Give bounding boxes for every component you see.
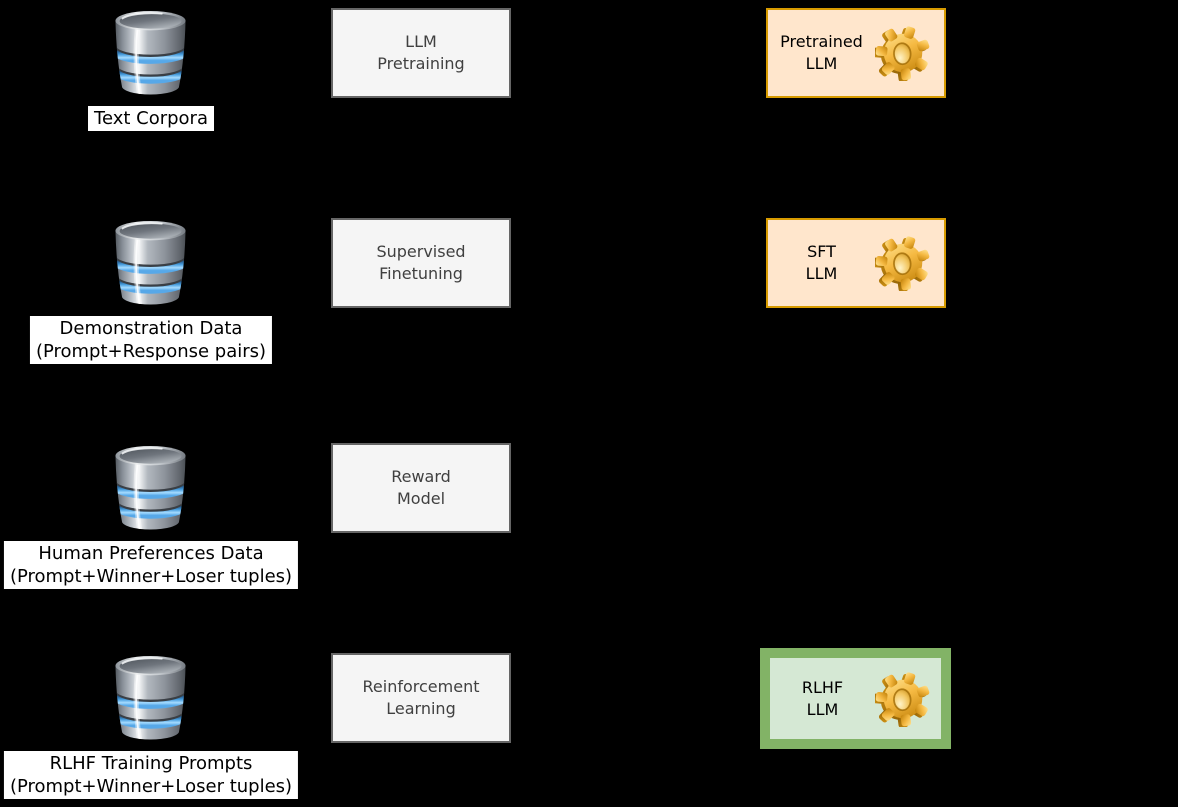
dataset-label-rlhf-training-prompts: RLHF Training Prompts (Prompt+Winner+Los…: [3, 751, 299, 799]
dataset-label-line: (Prompt+Winner+Loser tuples): [9, 776, 293, 797]
database-icon: [109, 441, 192, 535]
process-label-line: Learning: [386, 699, 456, 718]
process-box-reward-model: Reward Model: [331, 443, 511, 533]
database-icon: [109, 6, 192, 100]
gear-icon: [875, 671, 931, 727]
process-label-line: Pretraining: [377, 54, 465, 73]
model-label-line: SFT: [807, 242, 836, 261]
model-box-sft-llm: SFT LLM: [766, 218, 946, 308]
process-box-label: Supervised Finetuning: [376, 241, 465, 285]
model-label-line: LLM: [805, 54, 838, 73]
process-box-label: Reinforcement Learning: [363, 676, 480, 720]
model-label-line: LLM: [805, 264, 838, 283]
process-box-label: Reward Model: [391, 466, 451, 510]
process-box-label: LLM Pretraining: [377, 31, 464, 75]
model-label-line: RLHF: [801, 677, 844, 697]
model-box-label: SFT LLM: [768, 241, 875, 285]
process-label-line: Reward: [391, 467, 451, 486]
process-box-reinforcement-learning: Reinforcement Learning: [331, 653, 511, 743]
model-box-label: Pretrained LLM: [768, 31, 875, 75]
process-label-line: Model: [396, 489, 446, 508]
process-label-line: Reinforcement: [362, 677, 480, 696]
gear-icon: [875, 235, 931, 291]
dataset-label-line: RLHF Training Prompts: [49, 753, 253, 774]
process-label-line: LLM: [405, 32, 437, 51]
database-icon: [109, 651, 192, 745]
model-label-line: Pretrained: [780, 32, 863, 51]
model-box-rlhf-llm: RLHF LLM: [760, 648, 951, 749]
database-icon: [109, 216, 192, 310]
process-label-line: Supervised: [376, 242, 466, 261]
dataset-label-line: (Prompt+Response pairs): [35, 341, 267, 362]
model-label-line: LLM: [806, 699, 839, 719]
process-box-llm-pretraining: LLM Pretraining: [331, 8, 511, 98]
model-box-label: RLHF LLM: [770, 677, 875, 721]
gear-icon: [875, 25, 931, 81]
dataset-label-line: Human Preferences Data: [38, 543, 264, 564]
dataset-label-line: Text Corpora: [94, 108, 208, 129]
process-box-supervised-finetuning: Supervised Finetuning: [331, 218, 511, 308]
dataset-label-demonstration-data: Demonstration Data (Prompt+Response pair…: [29, 316, 273, 364]
dataset-label-human-preferences-data: Human Preferences Data (Prompt+Winner+Lo…: [3, 541, 299, 589]
model-box-pretrained-llm: Pretrained LLM: [766, 8, 946, 98]
process-label-line: Finetuning: [379, 264, 463, 283]
dataset-label-line: Demonstration Data: [59, 318, 243, 339]
dataset-label-line: (Prompt+Winner+Loser tuples): [9, 566, 293, 587]
dataset-label-text-corpora: Text Corpora: [88, 106, 214, 131]
